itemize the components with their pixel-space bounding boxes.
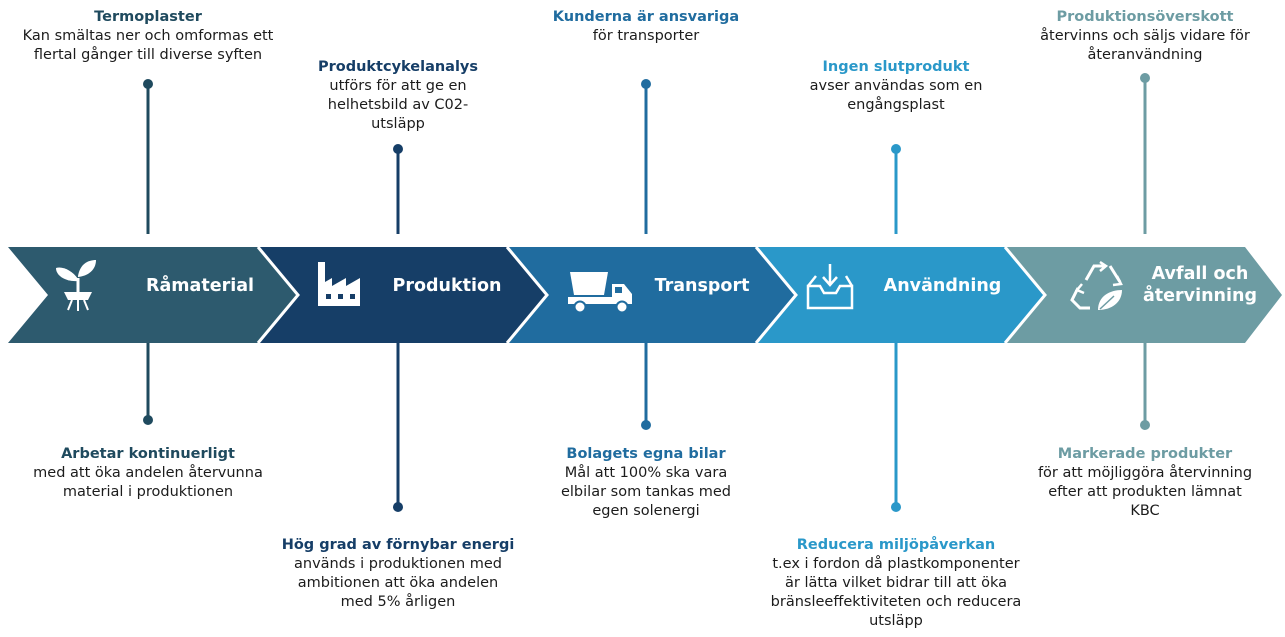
annotation-top-3: Kunderna är ansvariga för transporter [506, 8, 786, 46]
annotation-top-5: Produktionsöverskott återvinns och säljs… [1005, 8, 1285, 65]
annotation-body: återvinns och säljs vidare för återanvän… [1040, 28, 1250, 63]
annotation-top-2: Produktcykelanalys utförs för att ge en … [258, 58, 538, 134]
stage-label-transport: Transport [654, 276, 750, 296]
annotation-title: Produktcykelanalys [317, 59, 479, 75]
annotation-title: Kunderna är ansvariga [552, 9, 740, 25]
annotation-bottom-1: Arbetar kontinuerligt med att öka andele… [8, 445, 288, 502]
recycle-leaf-icon [1070, 260, 1123, 310]
annotation-body: för transporter [592, 28, 700, 44]
annotation-title: Arbetar kontinuerligt [61, 446, 235, 462]
dump-truck-icon [568, 272, 632, 314]
annotation-title: Bolagets egna bilar [566, 446, 726, 462]
annotation-body: används i produktionen med ambitionen at… [294, 556, 502, 610]
annotation-top-4: Ingen slutprodukt avser användas som en … [756, 58, 1036, 115]
stage-2-chevron [258, 247, 547, 343]
stage-label-avfall: Avfall och återvinning [1140, 263, 1260, 307]
stage-5-chevron [1005, 247, 1282, 343]
factory-icon [318, 262, 360, 306]
annotation-title: Termoplaster [94, 9, 202, 25]
annotation-body: Kan smältas ner och omformas ett flertal… [22, 28, 274, 63]
annotation-body: med att öka andelen återvunna material i… [33, 465, 263, 500]
annotation-title: Reducera miljöpåverkan [796, 537, 996, 553]
annotation-bottom-4: Reducera miljöpåverkan t.ex i fordon då … [756, 536, 1036, 631]
annotation-title: Produktionsöverskott [1056, 9, 1234, 25]
inbox-tray-icon [806, 264, 854, 310]
stage-label-avfall-line2: återvinning [1143, 286, 1257, 306]
stage-4-chevron [756, 247, 1045, 343]
annotation-title: Markerade produkter [1057, 446, 1233, 462]
annotation-body: Mål att 100% ska vara elbilar som tankas… [560, 465, 732, 519]
annotation-body: t.ex i fordon då plastkomponenter är lät… [770, 556, 1022, 629]
annotation-bottom-5: Markerade produkter för att möjliggöra å… [1005, 445, 1285, 521]
stage-label-avfall-line1: Avfall och [1151, 264, 1249, 284]
stage-label-ramaterial: Råmaterial [146, 276, 254, 296]
top-connectors [143, 73, 1150, 234]
stage-label-produktion: Produktion [392, 276, 502, 296]
annotation-title: Hög grad av förnybar energi [281, 537, 515, 553]
bottom-connectors [143, 343, 1150, 512]
plant-sprout-icon [56, 260, 96, 311]
stage-label-anvandning: Användning [883, 276, 1002, 296]
annotation-title: Ingen slutprodukt [822, 59, 970, 75]
stage-3-chevron [507, 247, 796, 343]
annotation-bottom-3: Bolagets egna bilar Mål att 100% ska var… [506, 445, 786, 521]
annotation-bottom-2: Hög grad av förnybar energi används i pr… [258, 536, 538, 612]
annotation-body: för att möjliggöra återvinning efter att… [1037, 465, 1253, 519]
annotation-top-1: Termoplaster Kan smältas ner och omforma… [8, 8, 288, 65]
annotation-body: avser användas som en engångsplast [809, 78, 983, 113]
annotation-body: utförs för att ge en helhetsbild av C02-… [327, 78, 469, 132]
